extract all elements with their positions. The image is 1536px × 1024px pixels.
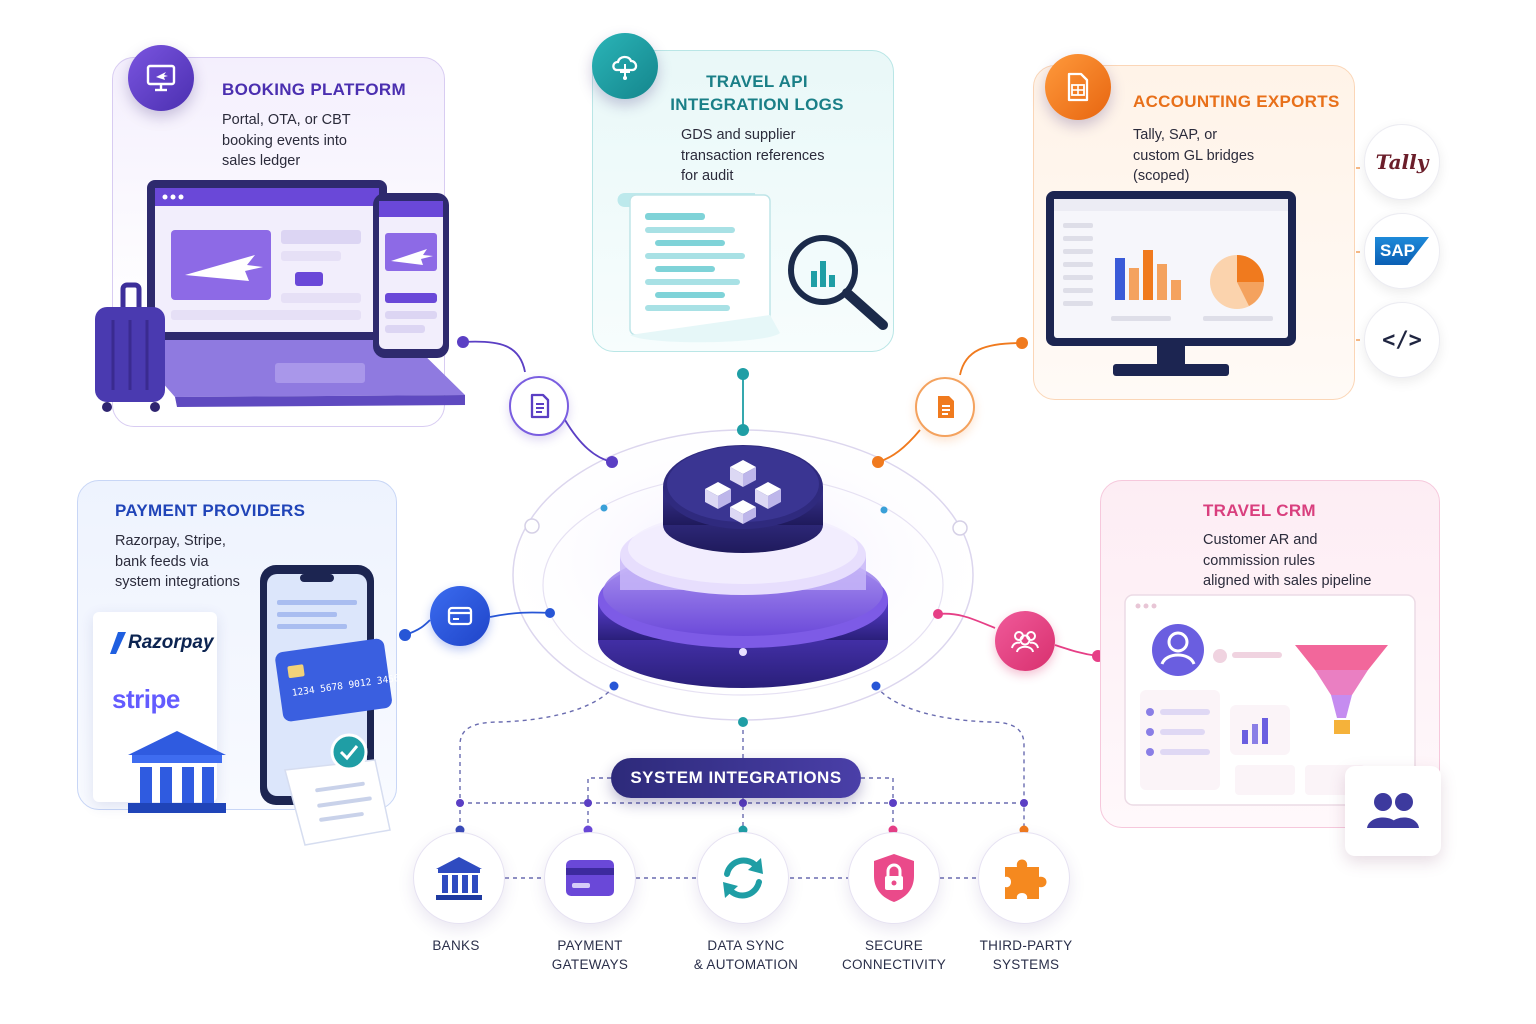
api-title-line2: INTEGRATION LOGS xyxy=(670,95,844,114)
cloud-network-icon xyxy=(592,33,658,99)
spreadsheet-file-icon xyxy=(1045,54,1111,120)
bank-building-icon xyxy=(128,731,226,813)
razorpay-logo: Razorpay xyxy=(110,632,214,654)
accounting-desc: Tally, SAP, or custom GL bridges (scoped… xyxy=(1133,127,1255,184)
users-group-icon xyxy=(995,611,1055,671)
accounting-monitor-illustration xyxy=(1046,191,1296,376)
crm-dashboard-illustration xyxy=(1124,594,1416,806)
puzzle-icon xyxy=(1005,859,1047,899)
bank-icon xyxy=(436,857,482,900)
third-party-label: THIRD-PARTY SYSTEMS xyxy=(979,938,1073,972)
monitor-plane-icon xyxy=(128,45,194,111)
booking-title: BOOKING PLATFORM xyxy=(222,80,406,99)
api-desc: GDS and supplier transaction references … xyxy=(681,127,825,184)
data-sync-label: DATA SYNC & AUTOMATION xyxy=(693,938,799,972)
banks-label: BANKS xyxy=(432,938,480,953)
api-title-line1: TRAVEL API xyxy=(706,72,808,91)
secure-connectivity-label: SECURE CONNECTIVITY xyxy=(841,938,947,972)
credit-card-icon xyxy=(566,860,614,896)
tally-logo: Tally xyxy=(1364,124,1440,200)
crm-title: TRAVEL CRM xyxy=(1203,501,1316,520)
secure-connectivity-circle xyxy=(848,832,940,924)
payment-gateways-circle xyxy=(544,832,636,924)
payment-card-icon xyxy=(430,586,490,646)
team-card xyxy=(1345,766,1441,856)
booking-desc: Portal, OTA, or CBT booking events into … xyxy=(222,112,351,169)
shield-lock-icon xyxy=(874,854,914,902)
file-icon xyxy=(915,377,975,437)
third-party-circle xyxy=(978,832,1070,924)
accounting-title: ACCOUNTING EXPORTS xyxy=(1133,92,1340,111)
banks-circle xyxy=(413,832,505,924)
document-icon xyxy=(509,376,569,436)
razorpay-stripe-panel xyxy=(93,612,217,802)
sync-icon xyxy=(723,857,763,899)
code-icon: </> xyxy=(1364,302,1440,378)
stripe-logo: stripe xyxy=(112,684,180,714)
crm-desc: Customer AR and commission rules aligned… xyxy=(1203,532,1372,589)
team-icon xyxy=(1367,793,1419,828)
payment-title: PAYMENT PROVIDERS xyxy=(115,501,306,520)
api-log-illustration xyxy=(617,193,888,343)
sap-logo: SAP xyxy=(1364,213,1440,289)
central-hub xyxy=(598,445,888,688)
booking-illustration xyxy=(95,180,465,412)
payment-gateways-label: PAYMENT GATEWAYS xyxy=(551,938,629,972)
data-sync-circle xyxy=(697,832,789,924)
payment-desc: Razorpay, Stripe, bank feeds via system … xyxy=(115,533,240,590)
system-integrations-label: SYSTEM INTEGRATIONS xyxy=(611,758,861,798)
payment-phone-illustration xyxy=(260,565,392,846)
